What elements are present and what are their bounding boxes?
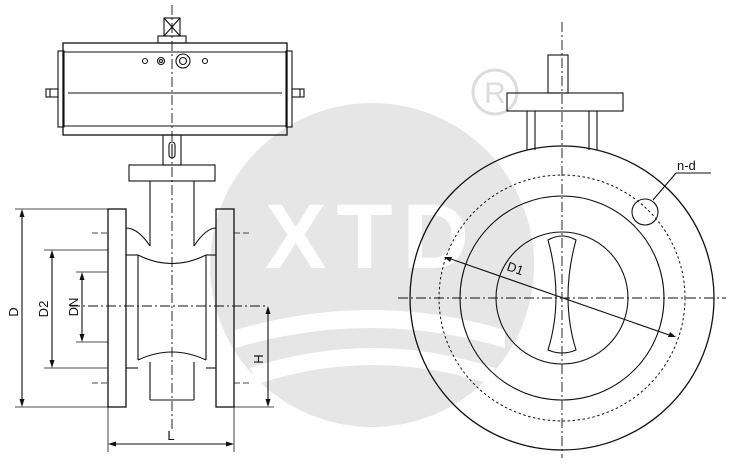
watermark: XTD R [210,68,534,427]
dimension-L [107,407,235,452]
dimension-D [15,208,108,408]
valve-neck [149,181,195,246]
watermark-wave [235,310,505,348]
label-DN: DN [66,298,81,317]
watermark-text: XTD [265,186,479,288]
dimension-labels: D D2 DN H L D1 n-d [6,158,696,443]
label-H: H [251,354,266,363]
watermark-disc [210,103,534,427]
label-D2: D2 [36,301,51,318]
label-L: L [167,428,174,443]
side-centerlines [70,5,268,430]
label-D: D [6,307,21,316]
watermark-wave [250,348,495,384]
valve-disc [547,235,577,354]
registered-mark: R [471,68,519,116]
dimension-DN [76,271,108,343]
dimension-D2 [44,249,108,369]
nd-leader [652,172,711,201]
bolt-centre-ticks [92,232,250,384]
label-D1: D1 [505,259,526,279]
dimension-D1 [444,257,676,337]
bolt-hole [631,198,659,226]
registered-letter: R [484,77,506,110]
front-view [398,22,726,458]
dimension-H [234,306,274,408]
valve-body [125,227,217,401]
side-view [15,5,305,452]
pneumatic-actuator [45,42,305,136]
front-stem [506,54,624,150]
label-n-d: n-d [677,158,696,173]
valve-flanges [107,208,235,408]
